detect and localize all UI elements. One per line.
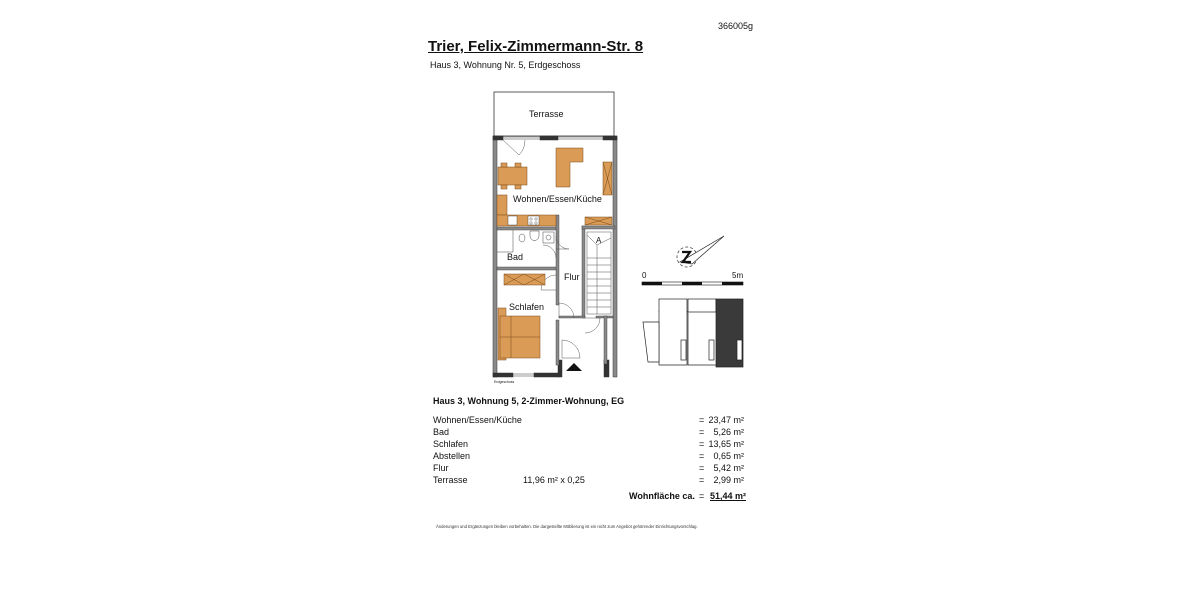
kitchen-appliances <box>507 215 540 226</box>
floor-label: Erdgeschoss <box>494 380 514 384</box>
wardrobe <box>503 273 546 286</box>
interior-walls <box>496 214 616 366</box>
room-name: Terrasse <box>433 475 468 485</box>
total-equals: = <box>699 491 705 501</box>
scale-start: 0 <box>642 271 647 280</box>
apartment-summary-title: Haus 3, Wohnung 5, 2-Zimmer-Wohnung, EG <box>433 396 625 406</box>
total-area-value: 51,44 m² <box>710 491 747 501</box>
entrance-arrow-icon <box>566 363 582 371</box>
room-label-terrasse: Terrasse <box>529 109 564 119</box>
room-calc: 11,96 m² x 0,25 <box>523 475 585 485</box>
area-row: Flur = 5,42 m² <box>433 463 744 475</box>
area-row: Schlafen =13,65 m² <box>433 439 744 451</box>
equals: = <box>699 427 705 437</box>
room-name: Schlafen <box>433 439 469 449</box>
equals: = <box>699 415 705 425</box>
disclaimer: Änderungen und Ergänzungen bleiben vorbe… <box>436 524 698 529</box>
bathroom-fixtures <box>497 230 555 253</box>
area-row: Wohnen/Essen/Küche =23,47 m² <box>433 415 744 427</box>
room-area: 5,26 m² <box>713 427 744 437</box>
dining-table <box>497 166 528 186</box>
room-label-flur: Flur <box>564 272 580 282</box>
stair-label: A <box>596 236 602 245</box>
kitchen-cabinets <box>496 194 508 216</box>
room-label-bad: Bad <box>507 252 523 262</box>
equals: = <box>699 451 705 461</box>
outer-walls <box>492 135 618 378</box>
kitchen-counter <box>496 214 557 227</box>
sofa <box>555 147 584 188</box>
scale-end: 5m <box>732 271 743 280</box>
area-row: Bad = 5,26 m² <box>433 427 744 439</box>
windows <box>503 136 603 377</box>
room-name: Bad <box>433 427 450 437</box>
room-area: 5,42 m² <box>713 463 744 473</box>
room-label-wohnen: Wohnen/Essen/Küche <box>513 194 602 204</box>
furniture <box>496 147 613 361</box>
site-plan <box>642 298 744 368</box>
room-name: Flur <box>433 463 449 473</box>
total-area-label: Wohnfläche ca. <box>629 491 695 501</box>
page-subtitle: Haus 3, Wohnung Nr. 5, Erdgeschoss <box>430 60 581 70</box>
area-row: Terrasse 11,96 m² x 0,25 = 2,99 m² <box>433 475 744 487</box>
equals: = <box>699 475 705 485</box>
page-title: Trier, Felix-Zimmermann-Str. 8 <box>428 38 644 55</box>
room-label-schlafen: Schlafen <box>509 302 544 312</box>
document-code: 366005g <box>718 21 754 31</box>
area-row: Abstellen = 0,65 m² <box>433 451 744 463</box>
room-name: Abstellen <box>433 451 471 461</box>
room-area: 13,65 m² <box>708 439 744 449</box>
scale-bar <box>641 281 744 286</box>
room-name: Wohnen/Essen/Küche <box>433 415 522 425</box>
north-arrow-icon <box>676 235 725 268</box>
equals: = <box>699 439 705 449</box>
room-area: 2,99 m² <box>713 475 744 485</box>
room-area: 23,47 m² <box>708 415 744 425</box>
staircase <box>586 231 612 315</box>
room-area: 0,65 m² <box>713 451 744 461</box>
equals: = <box>699 463 705 473</box>
